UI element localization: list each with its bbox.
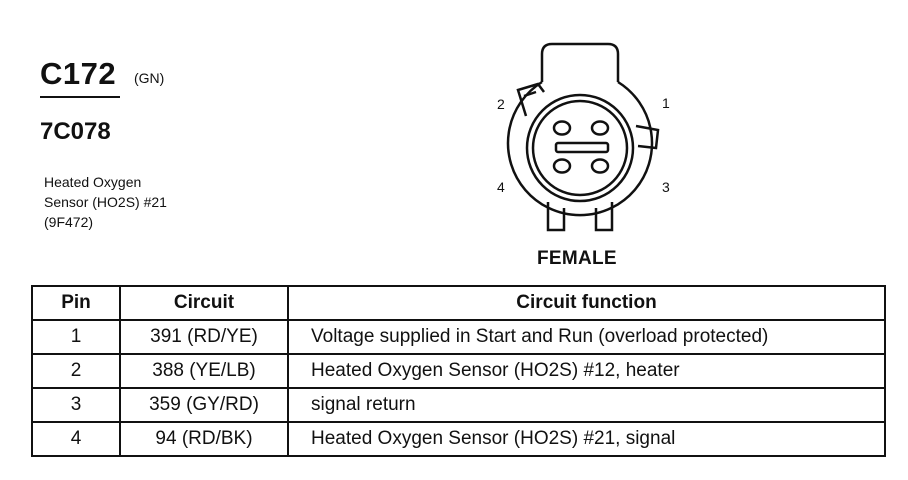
part-number: 7C078: [40, 118, 111, 145]
circuit-cell: 94 (RD/BK): [119, 421, 289, 457]
connector-id-underline: [40, 96, 120, 98]
connector-color: (GN): [134, 70, 165, 86]
function-cell: signal return: [287, 387, 886, 423]
pin-cell: 1: [31, 319, 121, 355]
pin-cell: 2: [31, 353, 121, 389]
connector-housing-outline: [540, 42, 620, 82]
circuit-cell: 391 (RD/YE): [119, 319, 289, 355]
center-key-bar: [554, 141, 610, 154]
pin-cell: 3: [31, 387, 121, 423]
pin-label-2: 2: [497, 96, 505, 112]
pin-label-3: 3: [662, 179, 670, 195]
pin-cavity-1: [590, 120, 610, 136]
description-line-1: Heated Oxygen: [44, 174, 142, 190]
header-pin: Pin: [31, 285, 121, 321]
table-header-row: Pin Circuit Circuit function: [31, 285, 886, 321]
left-latch-tab: [516, 82, 545, 117]
pin-label-4: 4: [497, 179, 505, 195]
header-circuit: Circuit: [119, 285, 289, 321]
description-line-3: (9F472): [44, 214, 94, 230]
connector-face-diagram: [506, 42, 660, 232]
function-cell: Heated Oxygen Sensor (HO2S) #21, signal: [287, 421, 886, 457]
description-line-2: Sensor (HO2S) #21: [44, 194, 167, 210]
inner-ring: [525, 93, 635, 203]
table-row: 3 359 (GY/RD) signal return: [31, 387, 886, 423]
table-row: 4 94 (RD/BK) Heated Oxygen Sensor (HO2S)…: [31, 421, 886, 457]
right-latch-tab: [635, 124, 660, 150]
circuit-cell: 359 (GY/RD): [119, 387, 289, 423]
connector-gender: FEMALE: [537, 248, 617, 269]
pin-label-1: 1: [662, 95, 670, 111]
table-row: 1 391 (RD/YE) Voltage supplied in Start …: [31, 319, 886, 355]
table-row: 2 388 (YE/LB) Heated Oxygen Sensor (HO2S…: [31, 353, 886, 389]
connector-id: C172: [40, 56, 117, 91]
bottom-tab-right: [594, 202, 614, 232]
pin-cell: 4: [31, 421, 121, 457]
pin-cavity-2: [552, 120, 572, 136]
header-circuit-function: Circuit function: [287, 285, 886, 321]
pin-circuit-table: Pin Circuit Circuit function 1 391 (RD/Y…: [31, 285, 886, 457]
pin-cavity-3: [590, 158, 610, 174]
function-cell: Voltage supplied in Start and Run (overl…: [287, 319, 886, 355]
bottom-tab-left: [546, 202, 566, 232]
function-cell: Heated Oxygen Sensor (HO2S) #12, heater: [287, 353, 886, 389]
circuit-cell: 388 (YE/LB): [119, 353, 289, 389]
pin-cavity-4: [552, 158, 572, 174]
